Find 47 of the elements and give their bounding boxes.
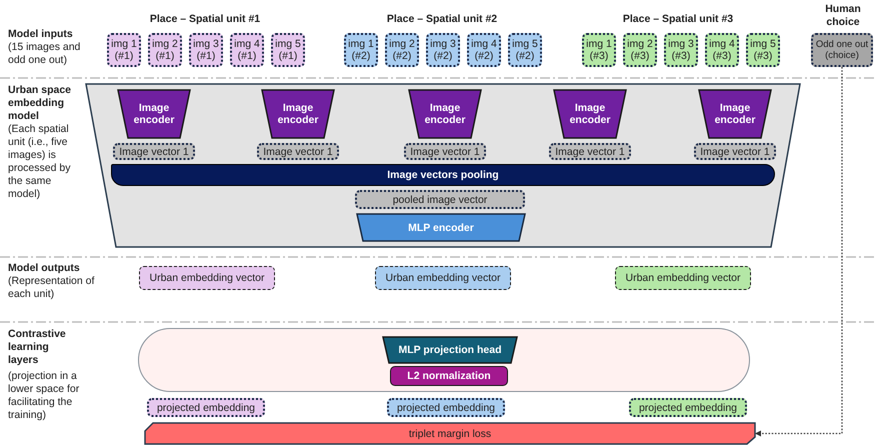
image-tile: img 3 (#3) xyxy=(664,33,698,67)
section-heading: Model inputs xyxy=(8,28,74,41)
vector-tag: Image vector 1 xyxy=(113,143,195,160)
section-heading: Contrastive learning layers xyxy=(8,328,67,367)
image-tile: img 2 (#2) xyxy=(385,33,419,67)
image-tile: img 5 (#1) xyxy=(271,33,305,67)
loss-bar: triplet margin loss xyxy=(145,423,755,444)
section-note: (Each spatial unit (i.e., five images) is processed by the same model) xyxy=(8,123,72,201)
image-tile: img 5 (#3) xyxy=(746,33,780,67)
group-heading: Place – Spatial unit #1 xyxy=(148,13,262,26)
embedding-model-panel xyxy=(86,84,800,247)
image-tile: img 2 (#1) xyxy=(148,33,182,67)
choice-tile: Odd one out (choice) xyxy=(811,33,873,67)
image-tile: img 1 (#3) xyxy=(582,33,616,67)
image-tile: img 3 (#1) xyxy=(189,33,223,67)
embedding-vector-tag: Urban embedding vector xyxy=(375,266,511,290)
normalization-block: L2 normalization xyxy=(390,366,508,386)
section-note: (15 images and odd one out) xyxy=(8,41,82,67)
dotted-arrow xyxy=(755,67,843,436)
pooling-bar: Image vectors pooling xyxy=(111,164,775,186)
vector-tag: Image vector 1 xyxy=(549,143,631,160)
projected-embedding-tag: projected embedding xyxy=(387,398,505,417)
group-heading: Place – Spatial unit #2 xyxy=(386,13,498,26)
node-heading: Human choice xyxy=(824,3,862,29)
image-tile: img 4 (#3) xyxy=(705,33,739,67)
group-heading: Place – Spatial unit #3 xyxy=(622,13,734,26)
section-note: (Representation of each unit) xyxy=(8,275,96,301)
image-tile: img 5 (#2) xyxy=(508,33,542,67)
embedding-vector-tag: Urban embedding vector xyxy=(139,266,275,290)
vector-tag: Image vector 1 xyxy=(257,143,339,160)
vector-tag: Image vector 1 xyxy=(694,143,776,160)
section-heading: Model outputs xyxy=(8,262,81,275)
section-note: (projection in a lower space for facilitating the training) xyxy=(8,370,80,422)
image-tile: img 4 (#1) xyxy=(230,33,264,67)
image-tile: img 4 (#2) xyxy=(467,33,501,67)
vector-tag: Image vector 1 xyxy=(404,143,486,160)
image-tile: img 2 (#3) xyxy=(623,33,657,67)
vector-tag: pooled image vector xyxy=(355,190,525,209)
image-tile: img 3 (#2) xyxy=(426,33,460,67)
projected-embedding-tag: projected embedding xyxy=(147,398,265,417)
projection-head-block: MLP projection head xyxy=(383,337,517,363)
mlp-encoder-block: MLP encoder xyxy=(357,214,525,241)
section-heading: Urban space embedding model xyxy=(8,84,72,123)
embedding-vector-tag: Urban embedding vector xyxy=(615,266,751,290)
image-tile: img 1 (#1) xyxy=(107,33,141,67)
projected-embedding-tag: projected embedding xyxy=(629,398,747,417)
image-tile: img 1 (#2) xyxy=(344,33,378,67)
